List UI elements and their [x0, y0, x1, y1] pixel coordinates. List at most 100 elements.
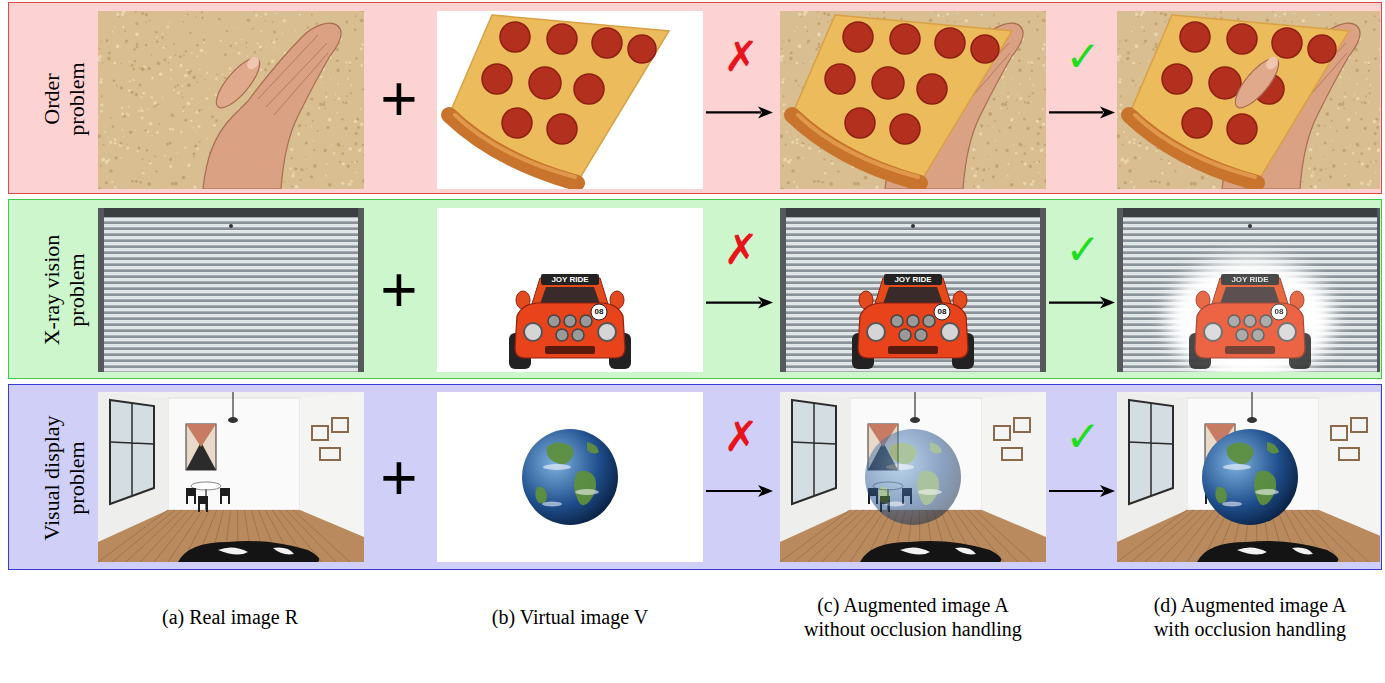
circle-shape	[100, 165, 102, 167]
circle-shape	[1126, 57, 1130, 61]
circle-shape	[988, 168, 989, 169]
circle-shape	[973, 186, 975, 188]
circle-shape	[140, 96, 142, 98]
circle-shape	[780, 134, 783, 138]
circle-shape	[1260, 315, 1272, 327]
circle-shape	[1283, 12, 1286, 15]
circle-shape	[355, 15, 357, 17]
ellipse-shape	[542, 502, 562, 507]
g-shape	[994, 418, 1030, 460]
pizza-slice	[792, 15, 1012, 183]
circle-shape	[1006, 108, 1008, 110]
circle-shape	[121, 107, 123, 109]
circle-shape	[289, 167, 292, 170]
circle-shape	[980, 124, 983, 127]
circle-shape	[99, 80, 102, 83]
circle-shape	[342, 162, 345, 165]
ellipse-shape	[918, 489, 942, 495]
circle-shape	[362, 88, 364, 90]
circle-shape	[1133, 26, 1134, 27]
circle-shape	[1044, 179, 1046, 182]
circle-shape	[135, 180, 138, 183]
circle-shape	[548, 315, 560, 327]
line-shape	[98, 241, 364, 242]
g-shape	[98, 218, 364, 371]
circle-shape	[982, 168, 985, 171]
ellipse-shape	[1222, 502, 1242, 507]
circle-shape	[942, 16, 944, 18]
circle-shape	[134, 60, 136, 62]
circle-shape	[1036, 28, 1039, 31]
circle-shape	[782, 78, 784, 80]
thumb	[1229, 52, 1286, 114]
circle-shape	[524, 323, 542, 341]
rect-shape	[888, 346, 938, 354]
circle-shape	[348, 147, 351, 150]
circle-shape	[229, 224, 233, 228]
circle-shape	[993, 14, 995, 16]
rect-shape	[98, 224, 364, 227]
circle-shape	[209, 108, 210, 109]
path-shape	[1135, 115, 1255, 177]
circle-shape	[124, 42, 126, 44]
circle-shape	[1016, 100, 1018, 102]
circle-shape	[941, 323, 959, 341]
rect-shape	[437, 208, 703, 372]
circle-shape	[1007, 175, 1009, 177]
line-shape	[1131, 510, 1194, 562]
circle-shape	[591, 304, 607, 320]
circle-shape	[1033, 161, 1035, 163]
circle-shape	[1045, 57, 1046, 58]
circle-shape	[159, 72, 163, 76]
circle-shape	[1274, 14, 1277, 17]
line-shape	[98, 277, 364, 278]
circle-shape	[99, 59, 101, 61]
circle-shape	[1220, 11, 1222, 13]
circle-shape	[360, 47, 363, 50]
circle-shape	[1007, 92, 1009, 94]
path-shape	[449, 15, 669, 183]
circle-shape	[1212, 185, 1216, 189]
circle-shape	[1028, 95, 1030, 97]
circle-shape	[780, 116, 781, 118]
circle-shape	[1000, 107, 1002, 109]
circle-shape	[795, 79, 798, 82]
circle-shape	[342, 101, 344, 103]
toy-car	[1166, 258, 1334, 372]
circle-shape	[124, 30, 126, 32]
path-shape	[1220, 287, 1280, 304]
circle-shape	[151, 77, 154, 80]
circle-shape	[845, 108, 875, 138]
circle-shape	[154, 31, 156, 33]
virtual-image	[437, 11, 703, 189]
circle-shape	[149, 162, 152, 165]
circle-shape	[136, 46, 139, 49]
circle-shape	[782, 103, 785, 106]
circle-shape	[198, 125, 201, 128]
circle-shape	[1227, 24, 1257, 54]
circle-shape	[169, 165, 172, 168]
circle-shape	[147, 67, 150, 70]
circle-shape	[348, 183, 351, 186]
circle-shape	[1017, 94, 1018, 95]
step-arrow	[706, 297, 773, 309]
rect-shape	[1117, 236, 1380, 239]
circle-shape	[1038, 118, 1041, 121]
circle-shape	[192, 127, 194, 129]
circle-shape	[197, 81, 199, 83]
line-shape	[780, 271, 1046, 272]
circle-shape	[328, 183, 332, 187]
circle-shape	[1005, 149, 1008, 152]
circle-shape	[1272, 11, 1273, 12]
circle-shape	[1126, 137, 1127, 138]
circle-shape	[98, 187, 101, 189]
line-shape	[98, 301, 364, 302]
circle-shape	[345, 21, 348, 24]
rect-shape	[1117, 242, 1380, 245]
line-shape	[780, 223, 1046, 224]
circle-shape	[315, 22, 317, 24]
roller-door	[780, 208, 1046, 372]
rect-shape	[98, 362, 364, 365]
circle-shape	[788, 39, 791, 42]
line-shape	[98, 253, 364, 254]
